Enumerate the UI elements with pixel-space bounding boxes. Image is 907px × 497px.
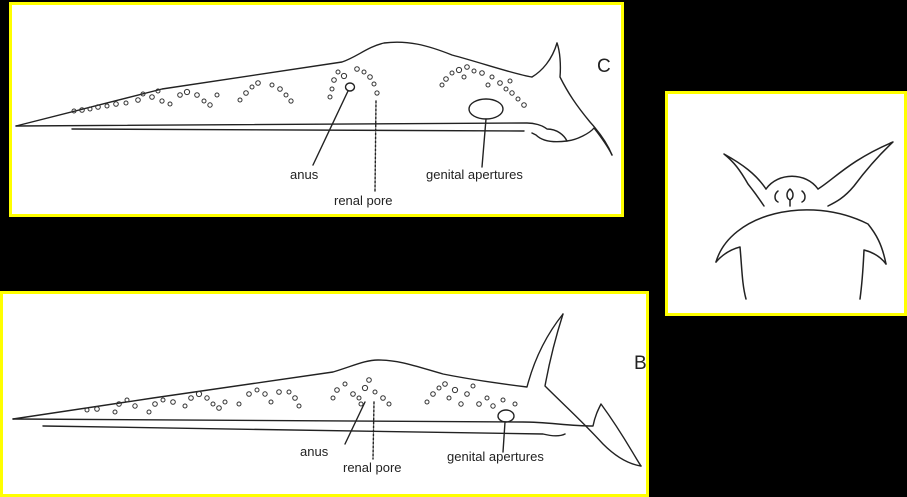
panel-b-side-view: anus renal pore genital apertures B xyxy=(0,291,649,497)
label-b-anus: anus xyxy=(300,444,328,459)
slug-b-drawing xyxy=(3,294,646,494)
slug-c-genital-aperture xyxy=(469,99,503,119)
label-c-renal-pore: renal pore xyxy=(334,193,393,208)
label-c-anus: anus xyxy=(290,167,318,182)
slug-c-dorsal-outline xyxy=(16,42,557,126)
slug-b-anus-leader xyxy=(345,402,365,444)
label-c-genital-apertures: genital apertures xyxy=(426,167,523,182)
slug-b-dorsal-outline xyxy=(13,314,563,419)
panel-c-letter: C xyxy=(597,56,611,78)
head-left-lip xyxy=(775,191,778,202)
slug-b-genital-aperture xyxy=(498,410,514,422)
panel-c-side-view: C anus renal pore genital apertures xyxy=(9,2,624,217)
label-b-renal-pore: renal pore xyxy=(343,460,402,475)
slug-c-renal-pore-leader xyxy=(375,101,376,191)
panel-b-letter: B xyxy=(634,353,647,375)
slug-b-genital-leader xyxy=(503,422,505,452)
head-front-drawing xyxy=(668,94,904,313)
panel-head-front-view xyxy=(665,91,907,316)
slug-b-foot-line xyxy=(43,426,565,436)
head-left-rhinophore xyxy=(724,154,766,206)
head-oral-lobe-arch xyxy=(716,210,886,264)
slug-b-renal-pore-leader xyxy=(373,402,374,459)
head-mouth xyxy=(787,189,793,200)
head-right-lip xyxy=(802,191,805,202)
head-top-curve xyxy=(766,176,818,189)
slug-c-genital-leader xyxy=(482,119,486,167)
label-b-genital-apertures: genital apertures xyxy=(447,449,544,464)
slug-c-anus-leader xyxy=(313,91,348,165)
slug-c-drawing xyxy=(12,5,621,214)
slug-c-foot-line xyxy=(72,129,524,131)
head-right-rhinophore xyxy=(818,142,893,206)
slug-c-anus xyxy=(346,83,355,91)
head-right-lobe xyxy=(860,250,886,299)
head-left-lobe xyxy=(716,247,746,299)
